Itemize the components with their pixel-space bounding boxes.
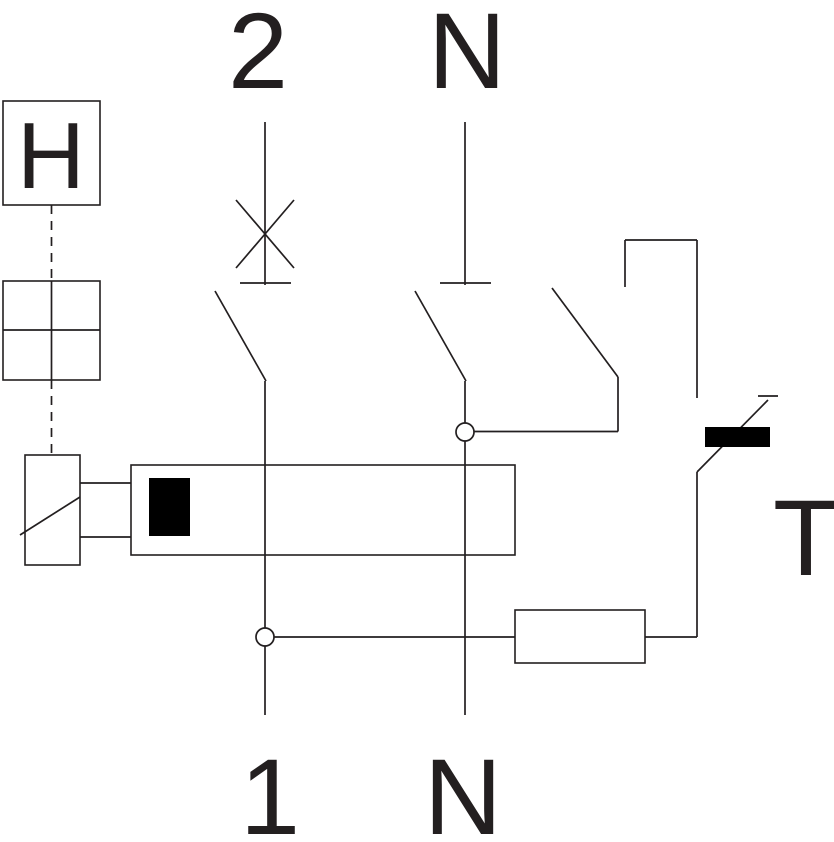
mechanism-box <box>2 280 101 381</box>
test-resistor <box>514 609 646 664</box>
neutral-contact-blade <box>414 290 467 382</box>
trip-relay-release-mark <box>19 496 81 536</box>
terminal-label-top-right: N <box>428 0 506 111</box>
overcurrent-release-mark <box>235 199 295 269</box>
auxiliary-contact-blade <box>551 287 619 378</box>
test-circuit: T <box>274 239 834 664</box>
terminal-label-top-left: 2 <box>228 0 288 111</box>
terminal-label-bottom-right: N <box>424 736 502 842</box>
secondary-winding-mark <box>149 478 190 536</box>
phase-junction-node <box>255 627 275 647</box>
test-button-label: T <box>773 477 834 598</box>
current-transformer <box>130 464 516 556</box>
handle-indicator: H <box>2 100 101 208</box>
trip-relay <box>19 454 81 566</box>
current-transformer-frame <box>130 464 516 556</box>
test-button-actuator <box>705 427 770 447</box>
trip-relay-box <box>24 454 81 566</box>
pole-phase <box>214 122 295 715</box>
handle-label: H <box>17 103 85 208</box>
pole-neutral <box>414 122 491 715</box>
neutral-junction-node <box>455 422 475 442</box>
terminal-label-bottom-left: 1 <box>240 736 300 842</box>
phase-contact-blade <box>214 290 267 382</box>
